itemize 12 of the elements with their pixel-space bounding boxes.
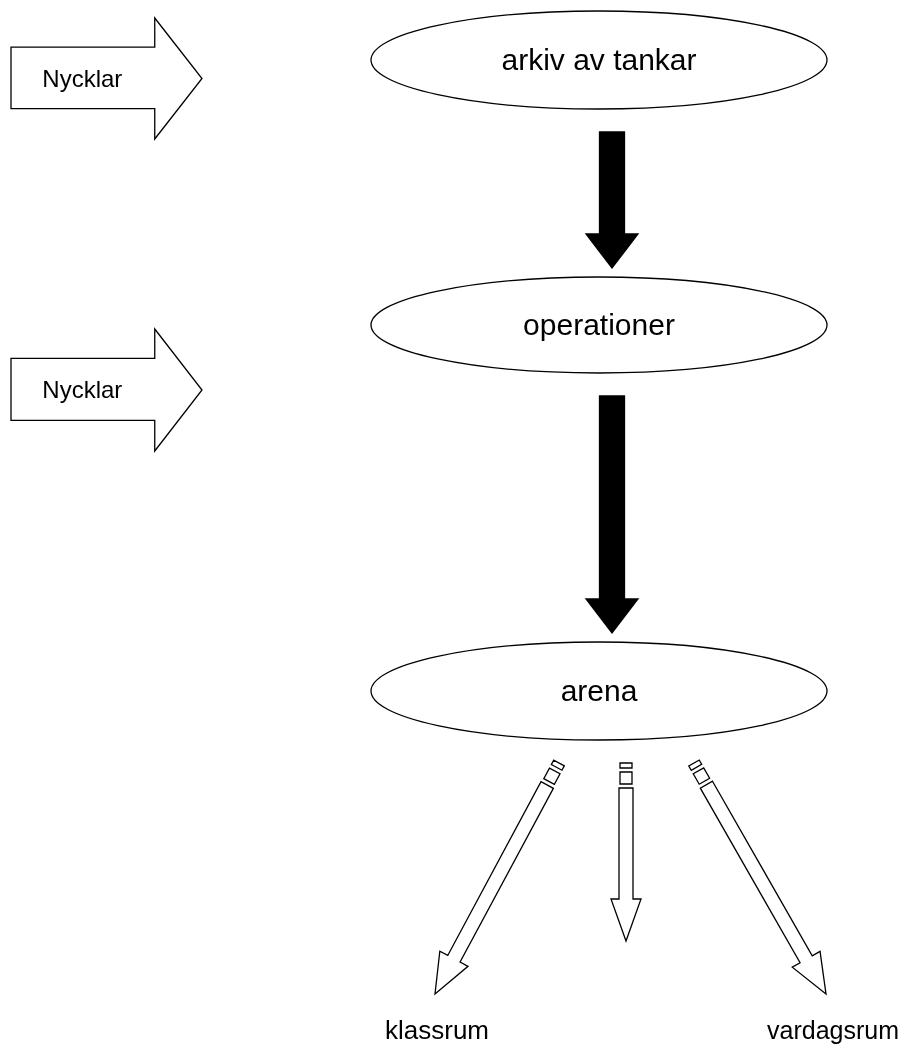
node-label: arena — [559, 674, 639, 708]
hollow-arrow — [610, 762, 642, 943]
node-label: Nycklar — [41, 376, 124, 404]
hollow-arrow — [434, 759, 566, 996]
hollow-arrow — [687, 759, 827, 996]
node-label: vardagsrum — [766, 1015, 900, 1045]
node-label: Nycklar — [41, 64, 124, 93]
node-label: klassrum — [384, 1014, 490, 1046]
node-label: operationer — [522, 308, 676, 342]
thick-arrow — [584, 131, 640, 270]
node-label: arkiv av tankar — [500, 43, 698, 77]
thick-arrow — [584, 395, 640, 635]
